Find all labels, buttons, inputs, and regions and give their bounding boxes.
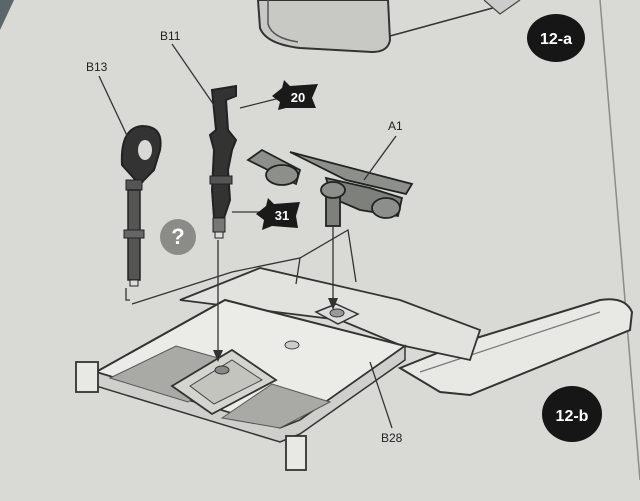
label-b28: B28 xyxy=(381,431,403,445)
svg-text:12-b: 12-b xyxy=(556,408,589,425)
part-b11 xyxy=(208,84,238,239)
paper-fold xyxy=(599,0,640,481)
part-a1 xyxy=(246,148,414,227)
callout-31: 31 xyxy=(256,198,300,230)
label-a1: A1 xyxy=(388,119,403,133)
svg-text:?: ? xyxy=(171,224,184,249)
arrow-down-b11 xyxy=(213,350,223,362)
step-badge-12a: 12-a xyxy=(527,14,585,62)
assembly-lines xyxy=(98,43,397,429)
base-plate-part xyxy=(75,267,634,471)
part-b13 xyxy=(120,124,162,287)
label-b13: B13 xyxy=(86,60,108,74)
callout-20: 20 xyxy=(272,80,318,110)
svg-text:12-a: 12-a xyxy=(540,31,572,48)
svg-text:20: 20 xyxy=(291,90,305,105)
svg-text:31: 31 xyxy=(275,208,289,223)
label-b11: B11 xyxy=(160,29,181,43)
arrow-down-a1 xyxy=(328,298,338,310)
question-icon: ? xyxy=(160,219,196,255)
step-badge-12b: 12-b xyxy=(542,386,602,442)
previous-step-part xyxy=(256,0,521,54)
